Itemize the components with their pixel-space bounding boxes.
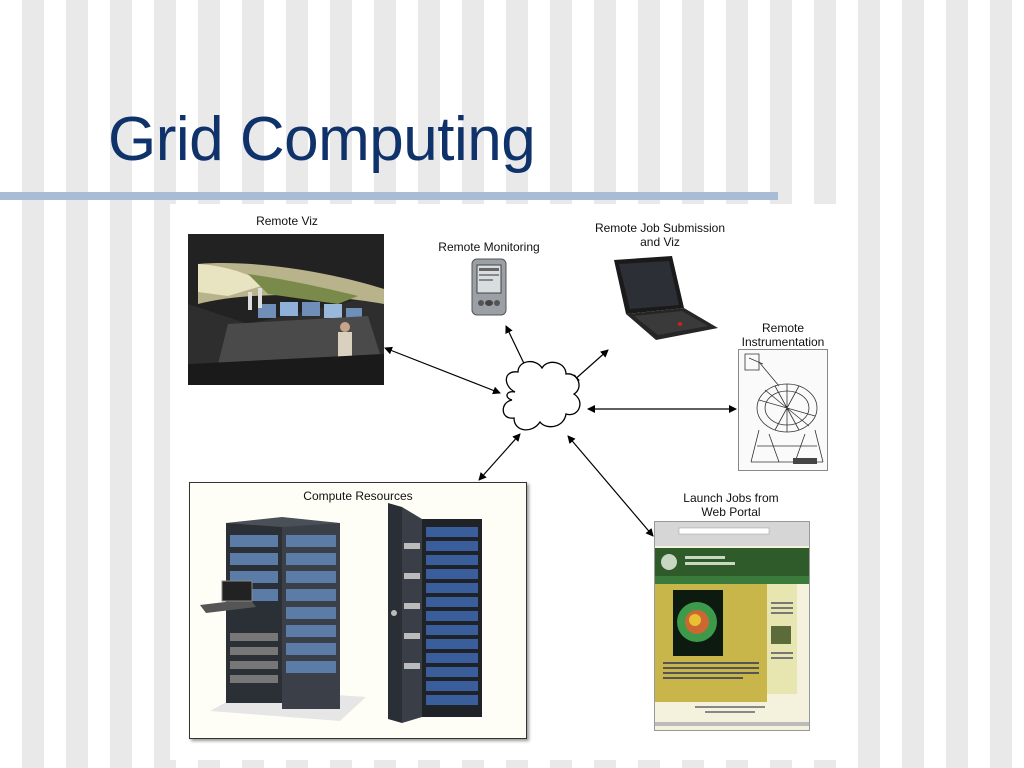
remote-viz-image (188, 234, 384, 385)
diagram-connections (384, 325, 737, 537)
remote-instrumentation-label: Remote Instrumentation (728, 321, 838, 349)
remote-monitoring-label: Remote Monitoring (438, 240, 540, 254)
laptop-image (610, 256, 720, 344)
launch-jobs-label: Launch Jobs from Web Portal (666, 491, 796, 519)
remote-instrumentation-line1: Remote (761, 321, 805, 335)
remote-viz-label: Remote Viz (256, 214, 318, 228)
slide-title: Grid Computing (108, 105, 536, 174)
compute-resources-label: Compute Resources (303, 489, 413, 503)
arrow-remote-job-submission (571, 349, 609, 383)
arrow-web-portal (567, 435, 654, 537)
telescope-image (738, 349, 828, 471)
title-rule (0, 192, 778, 200)
pda-image (470, 258, 508, 316)
launch-jobs-line2: Web Portal (701, 505, 761, 519)
remote-instrumentation-line2: Instrumentation (741, 335, 825, 349)
arrow-compute-resources (478, 433, 521, 481)
server-racks-image (200, 503, 482, 723)
arrow-remote-viz (384, 346, 501, 395)
remote-job-submission-label: Remote Job Submission and Viz (590, 221, 730, 249)
compute-resources-box: Compute Resources (189, 482, 527, 739)
remote-job-submission-line1: Remote Job Submission (594, 221, 726, 235)
launch-jobs-line1: Launch Jobs from (683, 491, 779, 505)
remote-job-submission-line2: and Viz (640, 235, 680, 249)
grid-diagram: Remote Viz Remote Monitoring (170, 204, 837, 760)
network-cloud (502, 361, 581, 431)
web-portal-screenshot (654, 521, 810, 731)
